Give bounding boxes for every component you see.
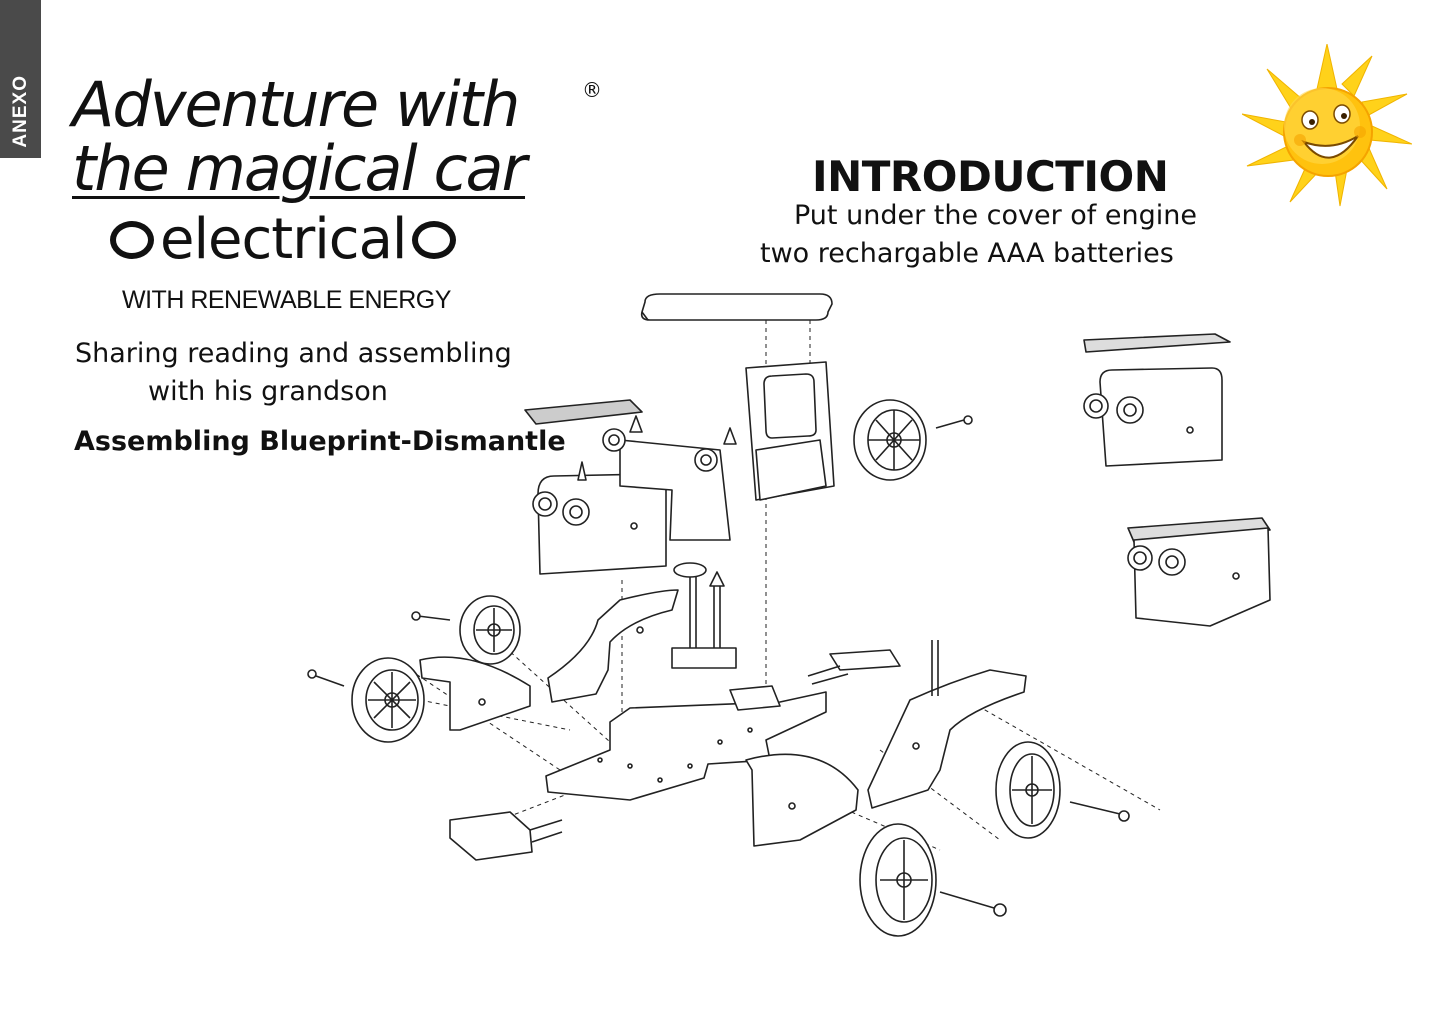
engine-block-top [1083, 367, 1223, 467]
wheel-top-right [853, 399, 973, 481]
wheel-front-left-bottom [307, 657, 425, 743]
exploded-car-blueprint [307, 293, 1271, 937]
front-bumper [449, 811, 563, 861]
cabin-panel [745, 361, 835, 501]
right-side-fender [867, 640, 1027, 809]
sharing-line-2: with his grandson [148, 376, 388, 407]
introduction-heading: INTRODUCTION [812, 152, 1169, 201]
registered-mark: ® [582, 78, 602, 102]
steering-post [671, 562, 737, 669]
right-o-icon [412, 221, 457, 259]
renewable-energy-subtitle: WITH RENEWABLE ENERGY [122, 286, 451, 314]
title-line-1: Adventure with [72, 68, 520, 141]
introduction-line-1: Put under the cover of engine [794, 200, 1197, 231]
wheel-rear-right [995, 741, 1130, 839]
left-side-fender [547, 589, 679, 703]
solar-panel-left [524, 399, 643, 425]
anexo-side-tab: ANEXO [0, 0, 41, 158]
wheel-rear-bottom [859, 823, 1007, 937]
assembling-blueprint-heading: Assembling Blueprint-Dismantle [74, 426, 566, 457]
left-mudguard [419, 656, 531, 731]
roof-panel [640, 293, 833, 321]
wheel-front-left-top [411, 595, 521, 665]
chassis-plate [545, 685, 827, 801]
title-line-2: the magical car [72, 132, 527, 205]
rear-axle-bar [807, 649, 901, 685]
sharing-line-1: Sharing reading and assembling [75, 338, 512, 369]
electrical-row: electrical [110, 207, 457, 272]
anexo-label: ANEXO [9, 75, 31, 148]
engine-block-bottom [1127, 527, 1271, 627]
introduction-line-2: two rechargable AAA batteries [760, 238, 1174, 269]
electrical-word: electrical [160, 207, 407, 272]
smiling-sun-icon [1242, 44, 1412, 207]
solar-panel-right [1083, 333, 1271, 543]
engine-block-front [532, 461, 667, 575]
left-o-icon [110, 221, 154, 259]
axle-bracket [602, 415, 737, 541]
rear-mudguard-center [745, 753, 859, 847]
